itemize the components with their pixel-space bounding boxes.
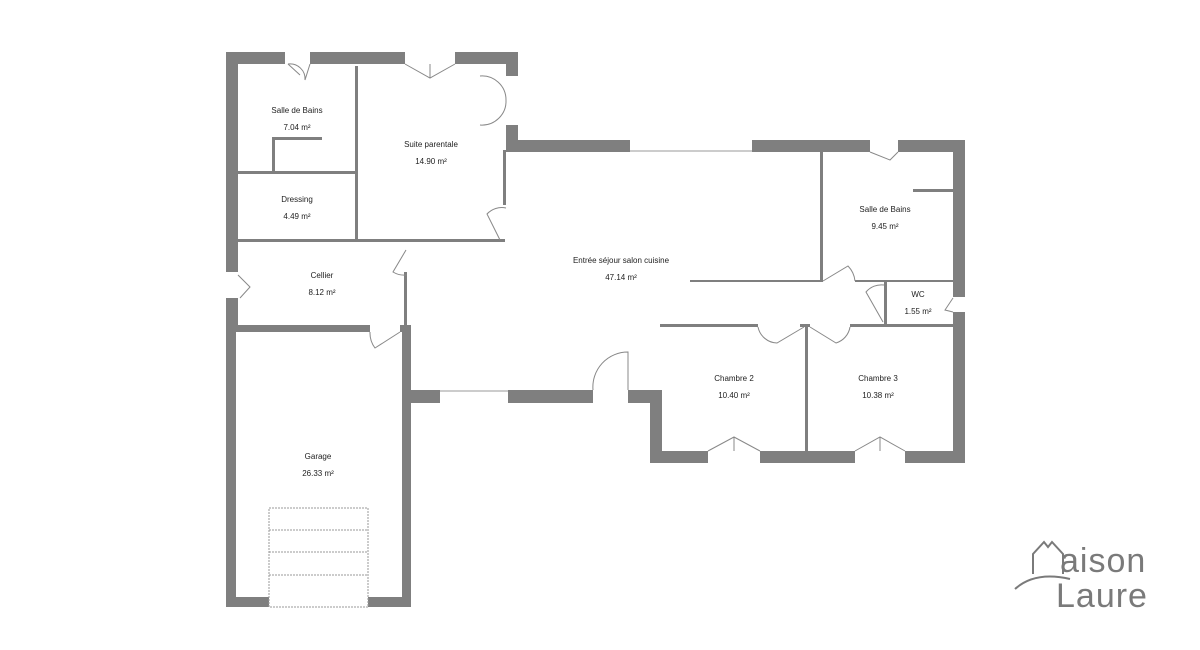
garage-stairs <box>268 507 369 608</box>
logo-text-line2: Laure <box>1056 577 1148 615</box>
room-area: 9.45 m² <box>871 222 899 231</box>
room-area: 14.90 m² <box>415 157 447 166</box>
house-logo-icon <box>1014 540 1071 590</box>
interior-walls <box>238 66 955 452</box>
room-cellier: Cellier 8.12 m² <box>308 267 335 301</box>
room-dressing: Dressing 4.49 m² <box>281 191 313 225</box>
room-area: 10.40 m² <box>718 391 750 400</box>
room-salle-de-bains-2: Salle de Bains 9.45 m² <box>859 201 910 235</box>
room-name: Dressing <box>281 195 313 204</box>
room-area: 7.04 m² <box>283 123 311 132</box>
room-name: WC <box>911 290 925 299</box>
logo-text-line1: aison <box>1060 542 1147 580</box>
room-name: Cellier <box>310 271 334 280</box>
room-chambre-3: Chambre 3 10.38 m² <box>858 370 898 404</box>
room-name: Suite parentale <box>404 140 458 149</box>
room-area: 1.55 m² <box>904 307 932 316</box>
room-name: Salle de Bains <box>271 106 323 115</box>
room-name: Chambre 3 <box>858 374 898 383</box>
room-wc: WC 1.55 m² <box>904 286 931 320</box>
room-suite-parentale: Suite parentale 14.90 m² <box>404 136 458 170</box>
room-area: 26.33 m² <box>302 469 334 478</box>
room-name: Garage <box>304 452 332 461</box>
room-area: 10.38 m² <box>862 391 894 400</box>
room-name: Entrée séjour salon cuisine <box>572 256 670 265</box>
room-name: Chambre 2 <box>714 374 754 383</box>
room-area: 47.14 m² <box>605 273 637 282</box>
exterior-walls <box>226 52 965 607</box>
room-salle-de-bains-1: Salle de Bains 7.04 m² <box>271 102 322 136</box>
room-area: 8.12 m² <box>308 288 336 297</box>
room-chambre-2: Chambre 2 10.40 m² <box>714 370 754 404</box>
room-garage: Garage 26.33 m² <box>302 448 334 482</box>
windows-and-doors <box>237 63 954 452</box>
room-sejour: Entrée séjour salon cuisine 47.14 m² <box>573 252 669 286</box>
room-area: 4.49 m² <box>283 212 311 221</box>
room-name: Salle de Bains <box>859 205 911 214</box>
